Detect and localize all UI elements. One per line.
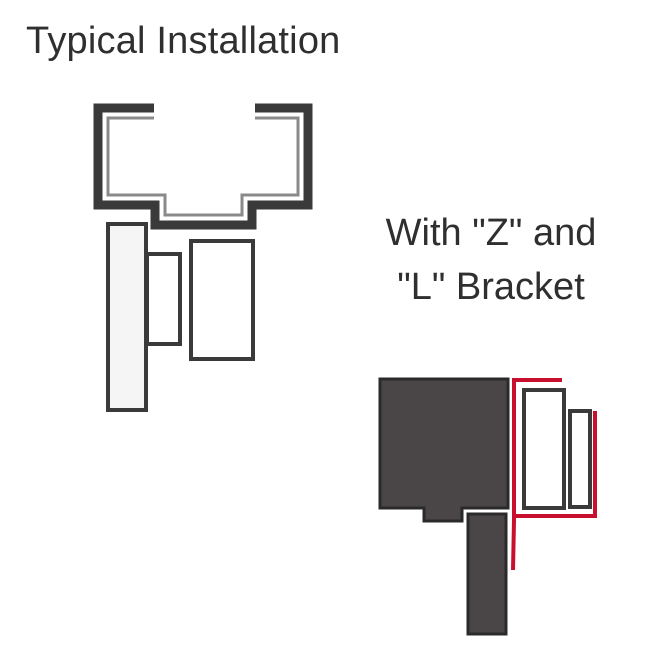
bracket-post bbox=[466, 512, 508, 636]
track-channel-outline bbox=[93, 103, 313, 230]
large-panel bbox=[189, 239, 255, 361]
bracket-panel-2 bbox=[568, 409, 592, 509]
z-l-bracket-title-line-2: "L" Bracket bbox=[397, 266, 585, 308]
track-channel-inner-line bbox=[106, 116, 300, 217]
z-l-bracket-diagram-icon bbox=[378, 377, 597, 636]
typical-installation-diagram-icon bbox=[93, 103, 313, 412]
wall-post bbox=[106, 222, 148, 412]
z-bracket bbox=[511, 378, 562, 571]
small-panel bbox=[145, 252, 182, 346]
bracket-track-block bbox=[378, 377, 510, 523]
z-l-bracket-title: With "Z" and "L" Bracket bbox=[366, 206, 616, 314]
l-bracket bbox=[513, 411, 597, 518]
typical-installation-title: Typical Installation bbox=[26, 20, 341, 62]
bracket-panel-1 bbox=[522, 388, 566, 510]
z-l-bracket-title-line-1: With "Z" and bbox=[385, 212, 597, 254]
